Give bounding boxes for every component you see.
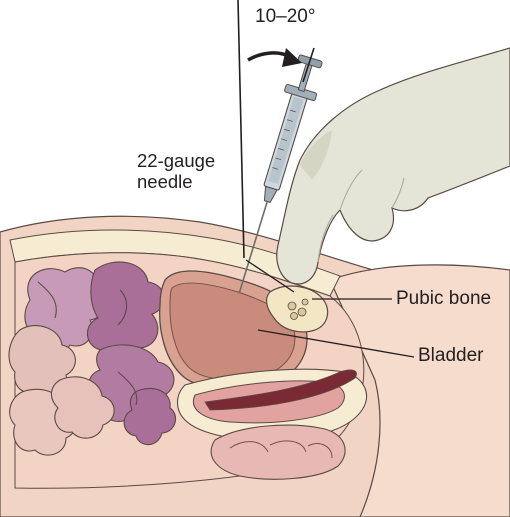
curved-arrow-right-icon bbox=[248, 48, 302, 67]
angle-label: 10–20° bbox=[255, 6, 315, 28]
vertical-reference-line bbox=[238, 0, 244, 258]
pubic-bone-label: Pubic bone bbox=[396, 288, 491, 310]
rectum bbox=[211, 425, 345, 479]
needle-label: 22-gauge needle bbox=[137, 150, 215, 193]
bladder-label: Bladder bbox=[418, 345, 484, 367]
needle-label-line2: needle bbox=[137, 171, 215, 192]
needle-label-line1: 22-gauge bbox=[137, 150, 215, 171]
